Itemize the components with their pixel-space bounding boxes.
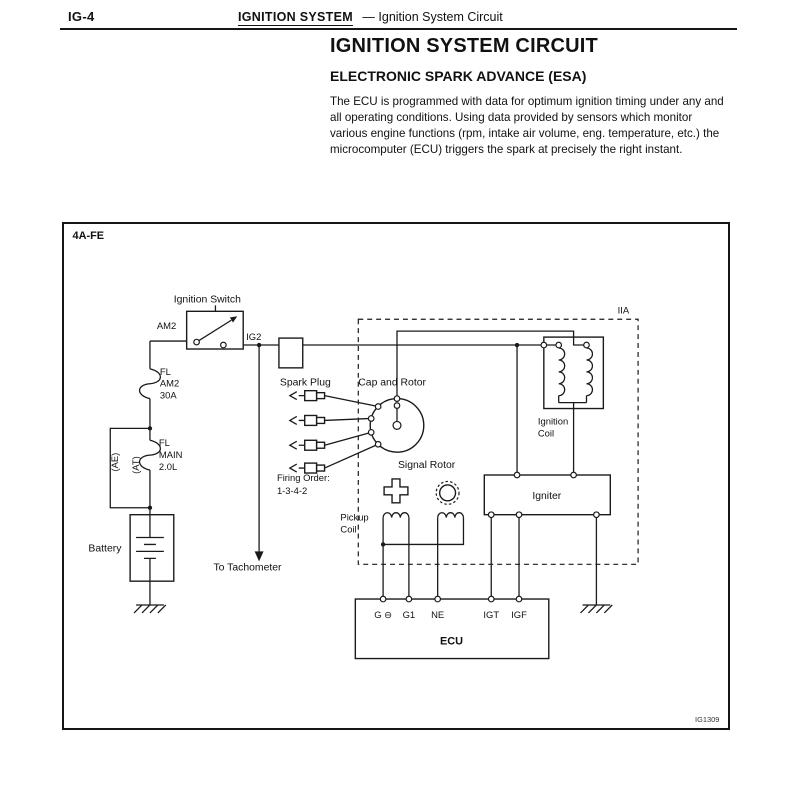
ignition-coil-symbol: Ignition Coil [538, 336, 605, 438]
terminal-ne-label: NE [431, 609, 444, 620]
ignition-coil-label1: Ignition [538, 415, 568, 426]
pickup-coil-label2: Coil [340, 524, 356, 535]
iia-label: IIA [618, 304, 630, 315]
iia-dashed-box: IIA [357, 304, 639, 565]
subsection-title: — Ignition System Circuit [362, 10, 503, 24]
fl-am2-line2: AM2 [160, 378, 179, 389]
fusible-link-am2: FL AM2 30A [138, 366, 179, 401]
page-title: IGNITION SYSTEM CIRCUIT [330, 35, 598, 57]
tachometer-arrow: To Tachometer [213, 551, 282, 573]
firing-order-value: 1-3-4-2 [277, 485, 307, 496]
terminal-g1-label: G1 [403, 609, 416, 620]
spark-plug-label: Spark Plug [280, 378, 331, 389]
distributor-cap-and-rotor: Cap and Rotor [358, 378, 427, 453]
page-subtitle: ELECTRONIC SPARK ADVANCE (ESA) [330, 68, 587, 84]
battery-label: Battery [88, 543, 122, 554]
terminal-g-minus-label: G ⊖ [374, 609, 392, 620]
page-header: IG-4 IGNITION SYSTEM — Ignition System C… [60, 7, 737, 30]
ground-symbol-igniter [580, 604, 613, 614]
to-tachometer-label: To Tachometer [213, 562, 282, 573]
fl-am2-line3: 30A [160, 390, 177, 401]
circuit-diagram: IIA [73, 230, 720, 724]
firing-order-label: Firing Order: [277, 472, 330, 483]
intro-paragraph: The ECU is programmed with data for opti… [330, 95, 724, 156]
fl-main-line1: FL [159, 437, 170, 448]
pickup-coil-label1: Pickup [340, 512, 368, 523]
terminal-igt-label: IGT [483, 609, 499, 620]
wires [109, 330, 598, 605]
spark-plug-symbols: Spark Plug Firing Order: 1-3-4-2 [277, 378, 379, 496]
ig2-label: IG2 [246, 331, 261, 342]
section-title: IGNITION SYSTEM [238, 10, 353, 24]
header-title: IGNITION SYSTEM — Ignition System Circui… [238, 10, 503, 24]
signal-rotor-g [383, 478, 409, 504]
cap-and-rotor-label: Cap and Rotor [358, 378, 426, 389]
fl-main-line3: 2.0L [159, 461, 177, 472]
ignition-coil-label2: Coil [538, 427, 554, 438]
model-bracket: (AE) (AT) [109, 453, 141, 474]
battery-symbol: Battery [88, 513, 175, 582]
fl-am2-line1: FL [160, 366, 171, 377]
ignition-switch-symbol: Ignition Switch AM2 IG2 [157, 294, 261, 350]
at-label: (AT) [130, 456, 141, 474]
fusible-link-main: FL MAIN 2.0L [138, 437, 183, 472]
ignition-switch-label: Ignition Switch [174, 294, 241, 305]
fl-main-line2: MAIN [159, 449, 183, 460]
engine-code-label: 4A-FE [73, 230, 105, 242]
igniter-label: Igniter [532, 491, 561, 502]
terminal-igf-label: IGF [511, 609, 527, 620]
ecu-label: ECU [440, 636, 463, 648]
signal-rotor-label: Signal Rotor [398, 460, 456, 471]
signal-rotor-ne [435, 480, 460, 505]
ae-label: (AE) [109, 453, 120, 472]
igniter-box: Igniter [483, 471, 611, 519]
junction-dots [147, 342, 520, 547]
ecu-box: G ⊖ G1 NE IGT IGF ECU [354, 595, 550, 660]
ground-symbol-battery [133, 604, 167, 614]
am2-label: AM2 [157, 320, 176, 331]
connector-block [278, 337, 304, 369]
diagram-frame: IIA [62, 222, 730, 730]
figure-code: IG1309 [695, 715, 719, 724]
pickup-coil-symbols: Pickup Coil [340, 512, 465, 535]
page-code: IG-4 [68, 9, 95, 24]
